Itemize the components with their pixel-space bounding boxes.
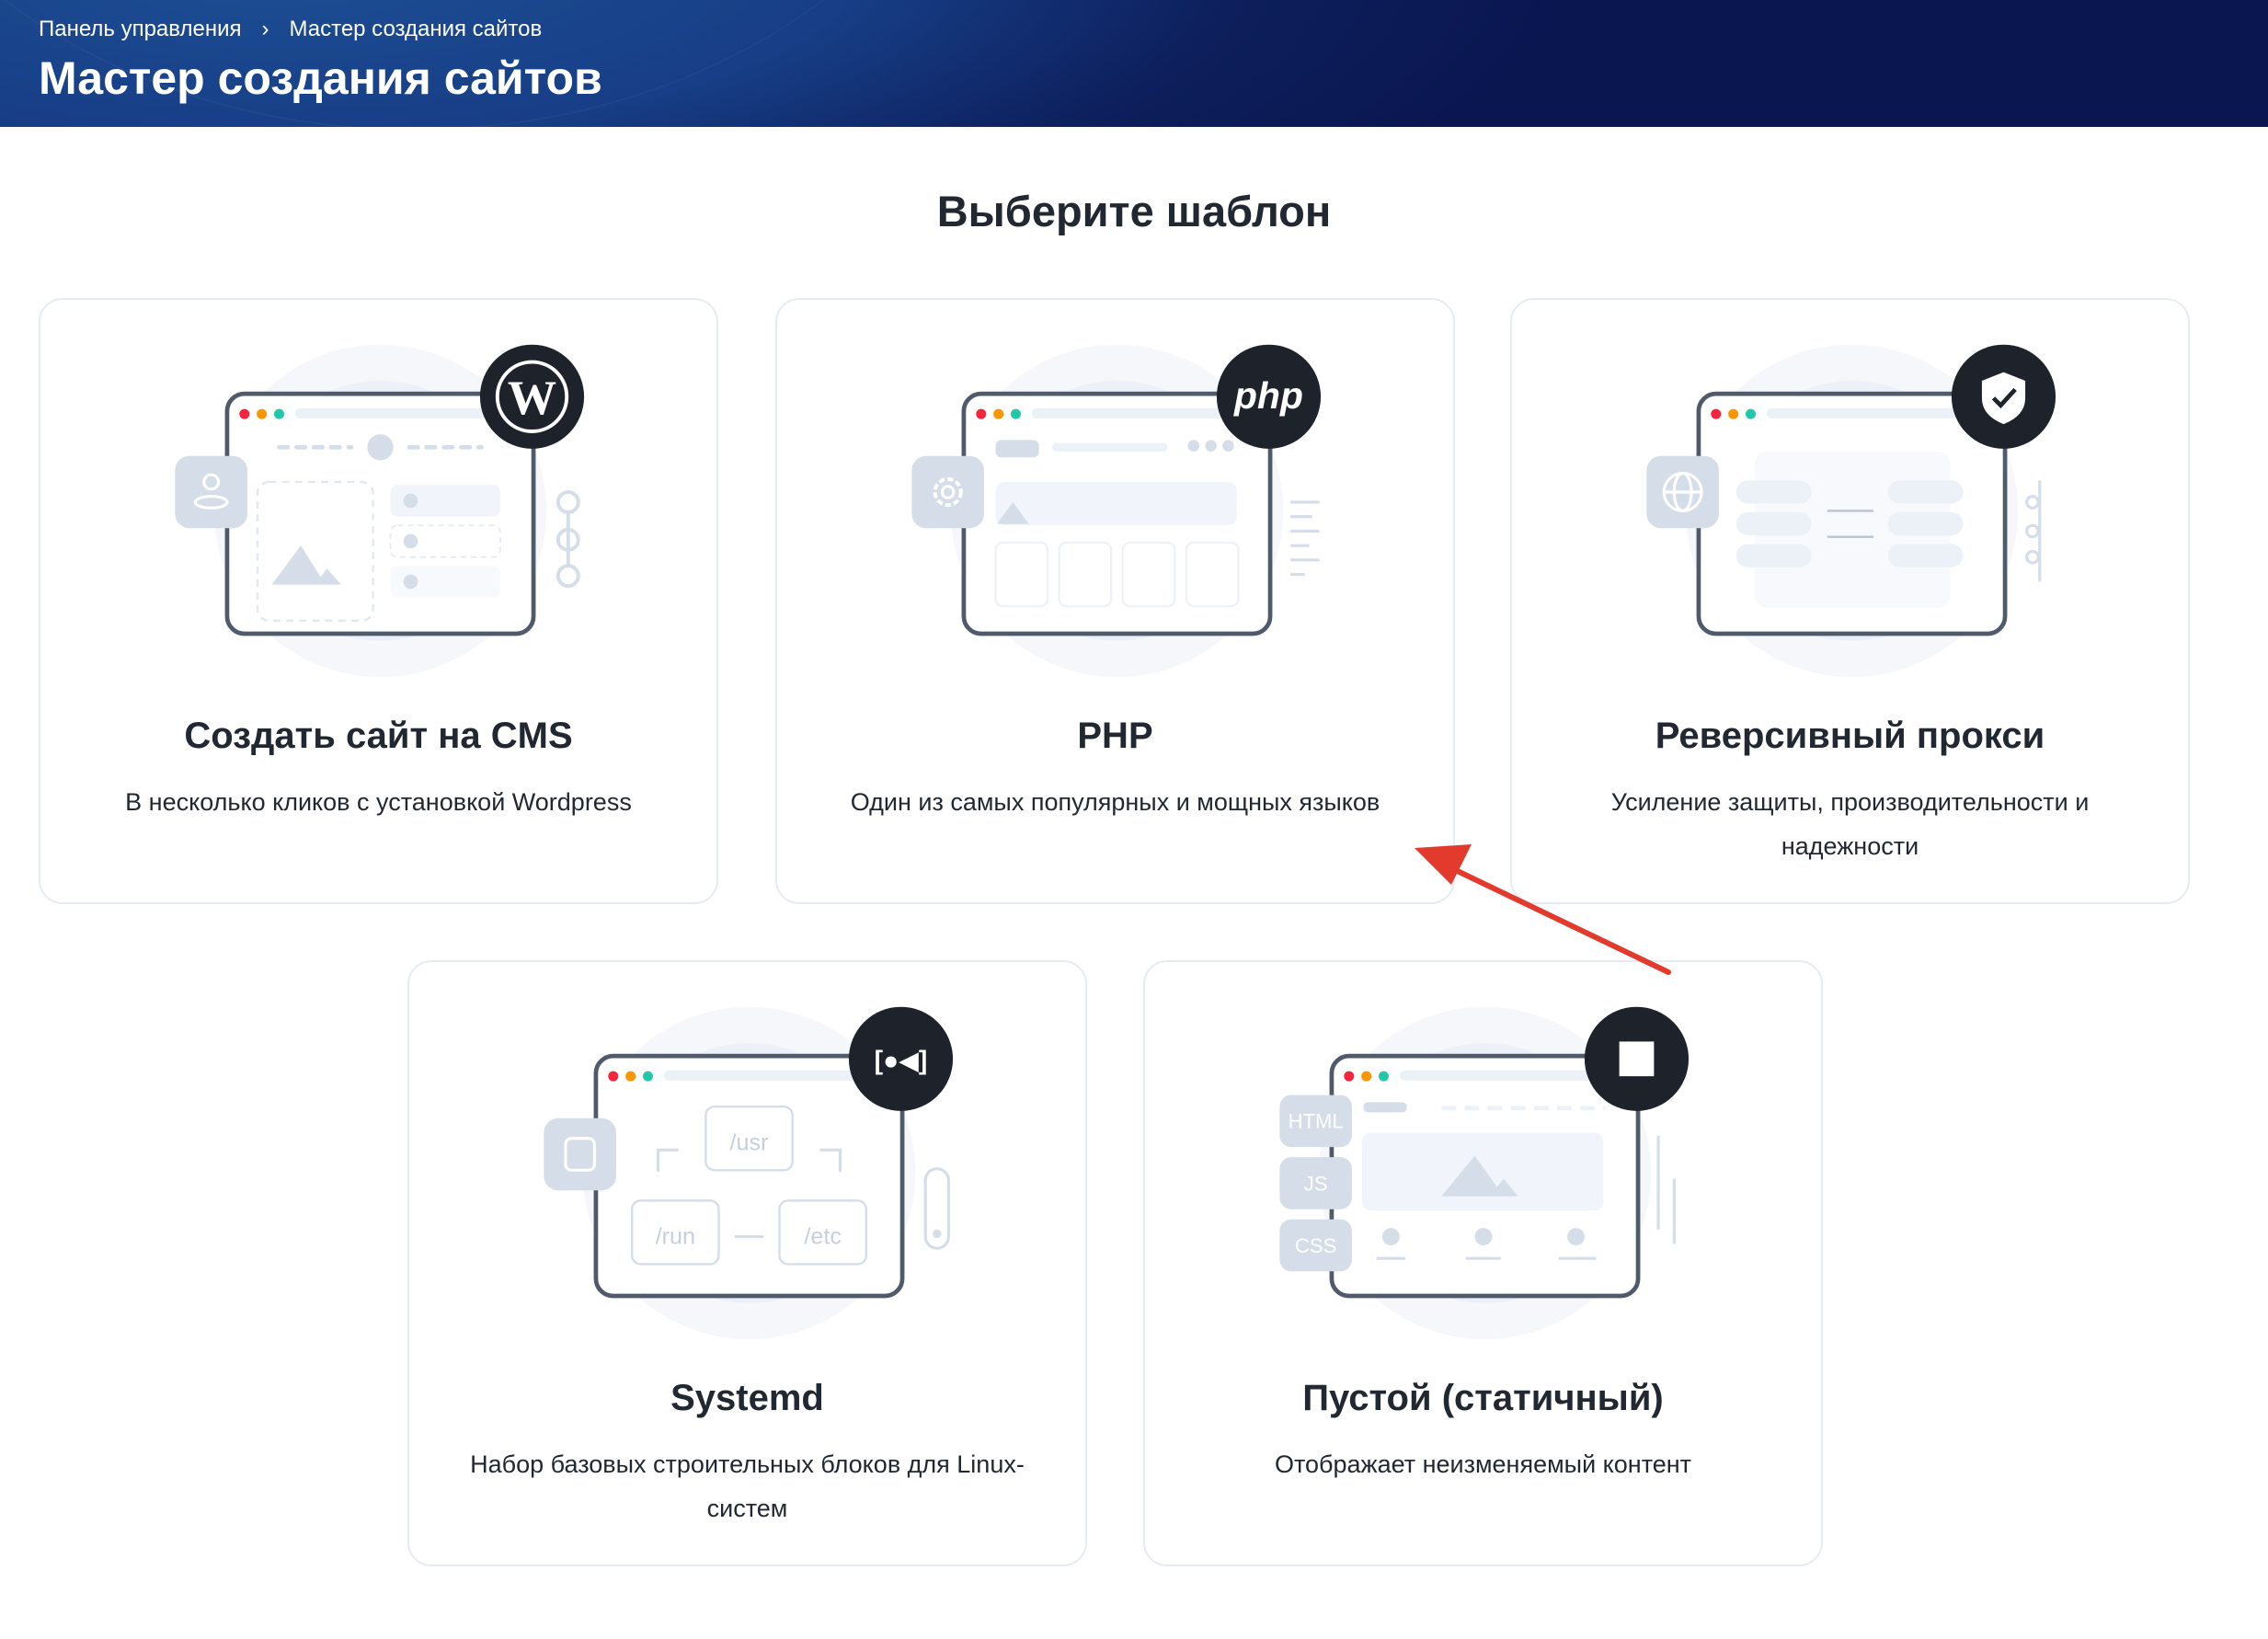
template-card-static[interactable]: HTML JS CSS Пустой (статичный) Отображае… xyxy=(1143,960,1823,1566)
page-title: Мастер создания сайтов xyxy=(39,52,602,104)
wordpress-icon: W xyxy=(479,344,585,449)
template-title: Systemd xyxy=(670,1378,824,1418)
template-card-php[interactable]: php PHP Один из самых популярных и мощны… xyxy=(775,298,1455,904)
section-heading: Выберите шаблон xyxy=(936,187,1332,235)
php-illustration: php xyxy=(911,300,1322,705)
svg-text:W: W xyxy=(508,370,556,425)
shield-check-icon xyxy=(1951,344,2056,449)
template-title: Пустой (статичный) xyxy=(1302,1378,1664,1418)
folder-etc: /etc xyxy=(804,1223,842,1249)
proxy-illustration xyxy=(1646,300,2056,705)
php-logo xyxy=(1216,344,1322,449)
js-tag: JS xyxy=(1304,1172,1328,1195)
document-icon xyxy=(544,1118,616,1191)
php-logo-text: php xyxy=(1233,374,1303,417)
systemd-logo-text: [●◀] xyxy=(875,1045,928,1074)
template-description: Набор базовых строительных блоков для Li… xyxy=(470,1450,1025,1522)
template-card-reverse-proxy[interactable]: Реверсивный прокси Усиление защиты, прои… xyxy=(1510,298,2190,904)
template-title: PHP xyxy=(1077,716,1153,756)
systemd-illustration: /usr /run /etc [●◀] xyxy=(544,962,954,1367)
user-icon xyxy=(175,455,247,529)
gear-icon xyxy=(911,455,984,529)
template-title: Реверсивный прокси xyxy=(1655,716,2045,756)
template-description: Усиление защиты, производительности и на… xyxy=(1610,788,2090,860)
template-description: В несколько кликов с установкой Wordpres… xyxy=(125,788,632,816)
cms-illustration: W xyxy=(175,300,585,705)
html-tag: HTML xyxy=(1289,1110,1344,1133)
systemd-icon xyxy=(848,1006,954,1111)
breadcrumb-current: Мастер создания сайтов xyxy=(289,17,543,41)
folder-run: /run xyxy=(656,1223,695,1249)
breadcrumb: Панель управления › Мастер создания сайт… xyxy=(39,17,542,42)
template-card-systemd[interactable]: /usr /run /etc [●◀] Systemd Набор базовы… xyxy=(407,960,1087,1566)
css-tag: CSS xyxy=(1295,1234,1336,1257)
template-description: Отображает неизменяемый контент xyxy=(1274,1450,1692,1478)
square-icon xyxy=(1584,1006,1690,1111)
folder-usr: /usr xyxy=(730,1129,769,1155)
template-card-cms[interactable]: W Создать сайт на CMS В несколько кликов… xyxy=(39,298,718,904)
template-title: Создать сайт на CMS xyxy=(184,716,573,756)
template-description: Один из самых популярных и мощных языков xyxy=(850,788,1380,816)
static-illustration: HTML JS CSS xyxy=(1279,962,1690,1367)
breadcrumb-separator: › xyxy=(261,17,269,41)
breadcrumb-control-panel[interactable]: Панель управления xyxy=(39,17,242,41)
page-header: Панель управления › Мастер создания сайт… xyxy=(0,0,2268,127)
